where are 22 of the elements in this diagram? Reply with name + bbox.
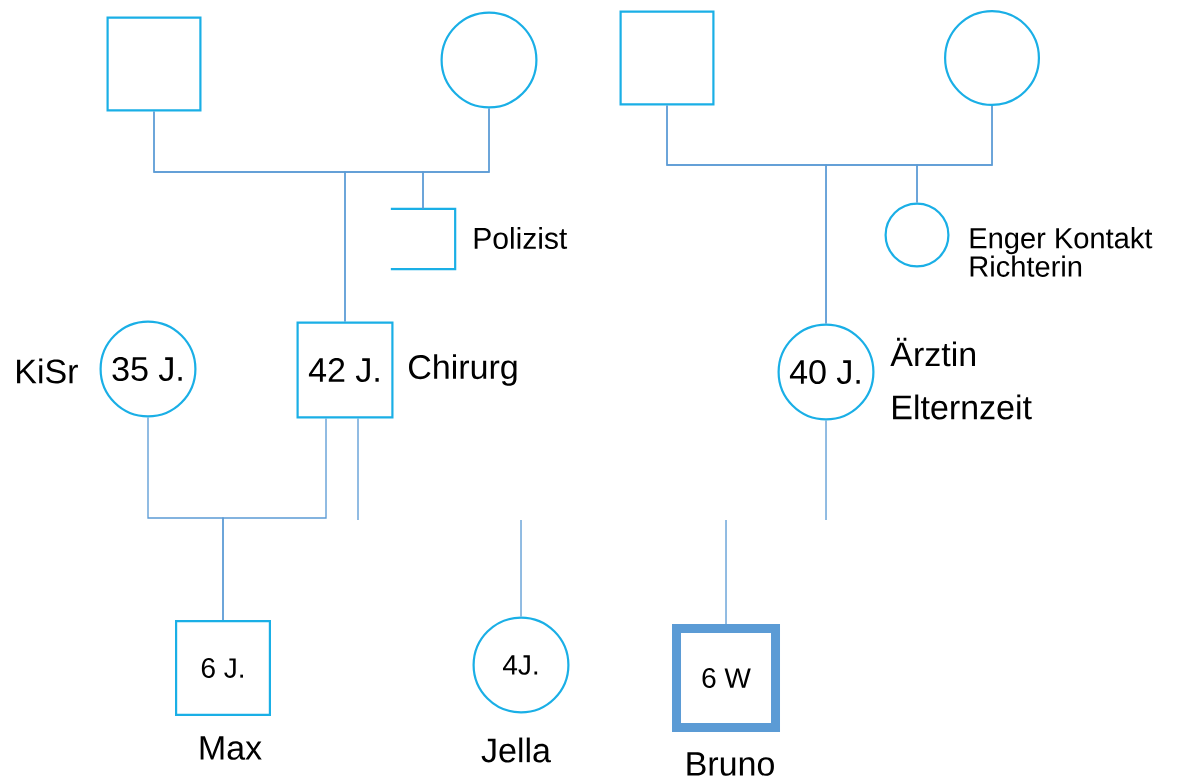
- label: Max: [200, 736, 262, 760]
- connector-line: [916, 105, 993, 204]
- connector-line: [520, 519, 522, 618]
- connector-line: [222, 417, 327, 621]
- connector-line: [725, 519, 727, 625]
- label: Polizist: [474, 227, 568, 249]
- label: Enger Kontakt Richterin: [970, 227, 1153, 277]
- label: Elternzeit: [893, 394, 1032, 420]
- square-symbol: [619, 10, 715, 106]
- circle-symbol: [884, 202, 950, 268]
- label: Bruno: [687, 752, 774, 776]
- label: KiSr: [17, 358, 78, 384]
- connector-line: [357, 417, 359, 521]
- label: Ärztin: [890, 337, 975, 367]
- circle-symbol: [944, 10, 1040, 106]
- circle-symbol: [440, 11, 538, 109]
- bracket-symbol: [390, 207, 457, 271]
- label: Chirurg: [409, 354, 517, 386]
- connector-line: [825, 419, 827, 521]
- label: Jella: [481, 737, 551, 763]
- square-symbol: [106, 16, 202, 112]
- connector-line: [422, 107, 490, 210]
